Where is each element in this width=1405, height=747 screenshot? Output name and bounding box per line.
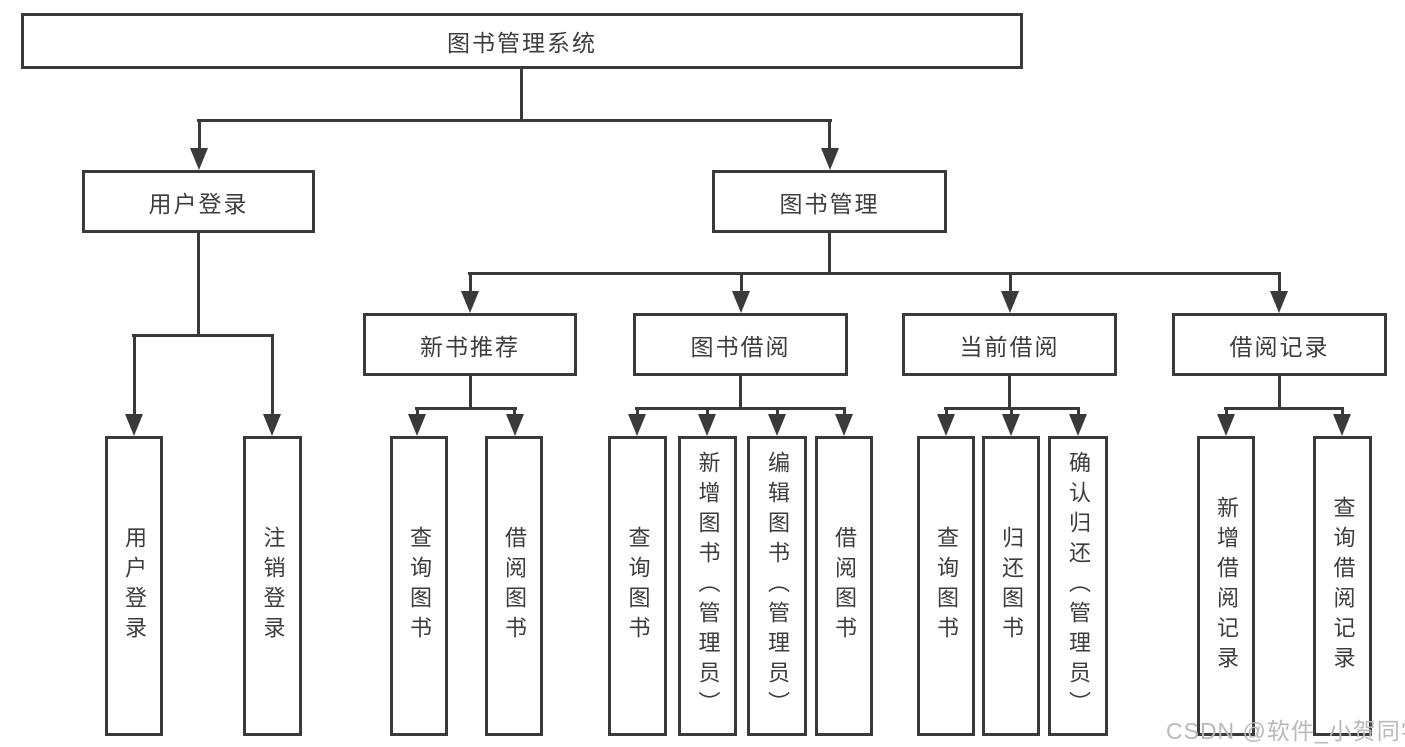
connector-shaft — [271, 334, 274, 416]
connector-shaft — [198, 119, 201, 150]
connector-borrowing-stem — [739, 376, 742, 410]
arrowhead-down-icon — [768, 414, 786, 436]
leaf-edit-book-admin: 编辑图书（管理员） — [747, 436, 807, 736]
connector-recommend-rail — [415, 407, 517, 410]
node-new-book-recommend: 新书推荐 — [363, 313, 577, 376]
leaf-borrow-books-borrowing: 借阅图书 — [815, 436, 873, 736]
leaf-label: 查询图书 — [934, 526, 959, 646]
leaf-add-borrow-record: 新增借阅记录 — [1197, 436, 1255, 736]
arrowhead-down-icon — [1333, 414, 1351, 436]
leaf-label: 借阅图书 — [502, 526, 527, 646]
node-user-login: 用户登录 — [82, 170, 315, 233]
leaf-label: 注销登录 — [260, 526, 286, 646]
leaf-label: 新增图书（管理员） — [695, 451, 721, 721]
node-book-borrowing: 图书借阅 — [633, 313, 848, 376]
arrowhead-down-icon — [1069, 414, 1087, 436]
arrowhead-down-icon — [1270, 291, 1288, 313]
leaf-confirm-return-admin: 确认归还（管理员） — [1048, 436, 1108, 736]
leaf-query-books-current: 查询图书 — [917, 436, 975, 736]
arrowhead-down-icon — [408, 414, 426, 436]
connector-shaft — [828, 119, 831, 150]
arrowhead-down-icon — [1001, 291, 1019, 313]
connector-shaft — [636, 407, 639, 416]
arrowhead-down-icon — [1002, 414, 1020, 436]
connector-userlogin-rail — [132, 334, 274, 337]
node-label: 图书管理系统 — [447, 30, 597, 56]
node-label: 用户登录 — [148, 190, 249, 217]
connector-shaft — [1009, 272, 1012, 293]
connector-shaft — [513, 407, 516, 416]
arrowhead-down-icon — [628, 414, 646, 436]
connector-current-stem — [1008, 376, 1011, 410]
arrowhead-down-icon — [125, 414, 143, 436]
node-label: 图书借阅 — [690, 333, 791, 360]
connector-borrowing-rail — [635, 407, 846, 410]
connector-shaft — [1225, 407, 1228, 416]
connector-userlogin-stem — [197, 233, 200, 337]
leaf-add-book-admin: 新增图书（管理员） — [678, 436, 737, 736]
arrowhead-down-icon — [461, 291, 479, 313]
arrowhead-down-icon — [263, 414, 281, 436]
connector-shaft — [706, 407, 709, 416]
arrowhead-down-icon — [1217, 414, 1235, 436]
connector-shaft — [843, 407, 846, 416]
connector-shaft — [133, 334, 136, 416]
arrowhead-down-icon — [506, 414, 524, 436]
node-label: 借阅记录 — [1229, 333, 1330, 360]
node-borrowing-records: 借阅记录 — [1172, 313, 1387, 376]
leaf-borrow-books-recommend: 借阅图书 — [485, 436, 543, 736]
connector-shaft — [1278, 272, 1281, 293]
connector-shaft — [469, 272, 472, 293]
node-label: 当前借阅 — [959, 333, 1060, 360]
csdn-watermark: CSDN @软件_小贺同学 — [1166, 718, 1405, 744]
node-book-management: 图书管理 — [712, 170, 947, 233]
connector-bookmgmt-rail — [468, 272, 1281, 275]
leaf-return-books: 归还图书 — [982, 436, 1040, 736]
arrowhead-down-icon — [835, 414, 853, 436]
arrowhead-down-icon — [732, 291, 750, 313]
connector-shaft — [740, 272, 743, 293]
leaf-logout: 注销登录 — [243, 436, 302, 736]
leaf-label: 查询借阅记录 — [1330, 496, 1356, 676]
leaf-user-login: 用户登录 — [105, 436, 163, 736]
connector-shaft — [776, 407, 779, 416]
node-library-management-system: 图书管理系统 — [21, 13, 1023, 69]
arrowhead-down-icon — [698, 414, 716, 436]
connector-shaft — [945, 407, 948, 416]
leaf-label: 新增借阅记录 — [1214, 496, 1239, 676]
node-current-borrowing: 当前借阅 — [902, 313, 1117, 376]
connector-records-stem — [1278, 376, 1281, 410]
arrowhead-down-icon — [821, 148, 839, 170]
connector-root-stem — [520, 67, 523, 121]
leaf-label: 查询图书 — [625, 526, 651, 646]
arrowhead-down-icon — [190, 148, 208, 170]
leaf-label: 查询图书 — [407, 526, 432, 646]
leaf-label: 归还图书 — [999, 526, 1024, 646]
leaf-query-books-recommend: 查询图书 — [390, 436, 448, 736]
connector-root-rail — [197, 119, 832, 122]
leaf-label: 借阅图书 — [832, 526, 857, 646]
leaf-label: 编辑图书（管理员） — [765, 451, 790, 721]
arrowhead-down-icon — [937, 414, 955, 436]
leaf-label: 用户登录 — [122, 526, 147, 646]
connector-records-rail — [1224, 407, 1344, 410]
connector-shaft — [1341, 407, 1344, 416]
leaf-query-borrow-record: 查询借阅记录 — [1313, 436, 1372, 736]
leaf-query-books-borrowing: 查询图书 — [608, 436, 667, 736]
node-label: 图书管理 — [779, 190, 880, 217]
connector-recommend-stem — [469, 376, 472, 410]
connector-shaft — [1010, 407, 1013, 416]
node-label: 新书推荐 — [420, 333, 520, 360]
leaf-label: 确认归还（管理员） — [1066, 451, 1091, 721]
connector-shaft — [1077, 407, 1080, 416]
connector-bookmgmt-stem — [828, 233, 831, 275]
connector-shaft — [416, 407, 419, 416]
